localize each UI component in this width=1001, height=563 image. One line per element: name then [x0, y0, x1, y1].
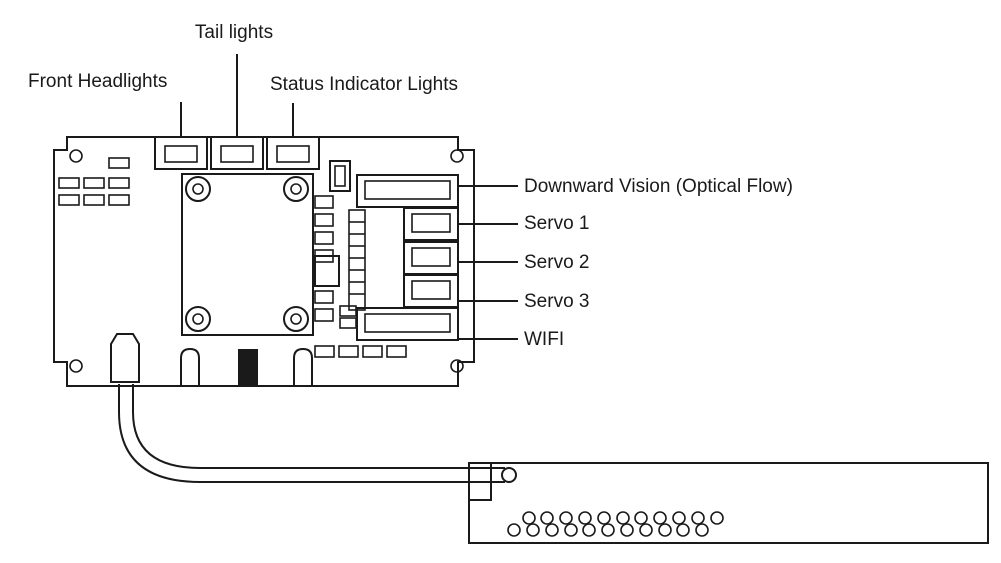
mounting-hole-top-right — [450, 149, 464, 163]
antenna-connector — [110, 333, 140, 383]
bottom-pad-row — [314, 345, 407, 358]
antenna-feed-point — [501, 467, 517, 483]
label-tail-lights: Tail lights — [195, 22, 273, 43]
wifi-connector — [356, 307, 459, 341]
antenna-board — [468, 462, 989, 544]
label-front-headlights: Front Headlights — [28, 71, 167, 92]
front-headlights-connector — [154, 136, 208, 170]
mounting-hole-top-left — [69, 149, 83, 163]
bottom-slot-black — [238, 349, 258, 386]
label-downward-vision: Downward Vision (Optical Flow) — [524, 176, 793, 197]
antenna-cable-clip — [468, 462, 492, 501]
bottom-slot-left — [180, 347, 200, 386]
central-module — [181, 173, 314, 336]
module-screw-bottom-left — [185, 306, 211, 332]
servo-3-connector — [403, 274, 459, 308]
pad-column — [314, 195, 340, 322]
antenna-cable-outer — [118, 384, 505, 483]
servo-1-connector — [403, 207, 459, 241]
pin-header — [339, 209, 366, 329]
module-screw-top-right — [283, 176, 309, 202]
bottom-slot-right — [293, 347, 313, 386]
status-indicator-connector — [266, 136, 320, 170]
mounting-hole-bottom-right — [450, 359, 464, 373]
left-pad-grid — [58, 177, 130, 206]
mounting-hole-bottom-left — [69, 359, 83, 373]
downward-vision-connector — [356, 174, 459, 208]
label-servo-2: Servo 2 — [524, 252, 589, 273]
module-screw-bottom-right — [283, 306, 309, 332]
label-servo-3: Servo 3 — [524, 291, 589, 312]
label-servo-1: Servo 1 — [524, 213, 589, 234]
tail-lights-connector — [210, 136, 264, 170]
servo-2-connector — [403, 241, 459, 275]
module-screw-top-left — [185, 176, 211, 202]
small-chip — [329, 160, 351, 192]
antenna-hole-grid — [507, 511, 724, 537]
label-status-indicator-lights: Status Indicator Lights — [270, 74, 458, 95]
small-component — [108, 157, 130, 169]
label-wifi: WIFI — [524, 329, 564, 350]
antenna-cable-inner — [132, 384, 505, 469]
